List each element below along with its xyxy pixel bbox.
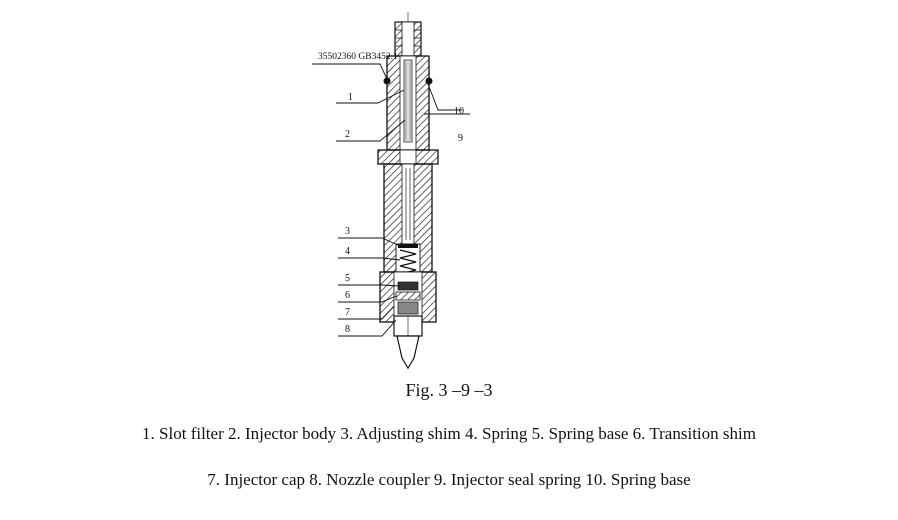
legend-line-1: 1. Slot filter 2. Injector body 3. Adjus… [142,424,756,443]
injector-cap [379,271,437,323]
callout-9: 9 [458,133,463,144]
nozzle [393,315,423,370]
callout-7: 7 [345,307,350,318]
transition-shim [395,291,421,301]
slot-filter [403,59,413,143]
injector-cross-section-diagram: 35502360 GB3452.1 1 2 3 4 5 6 7 8 9 10 [312,12,470,372]
inlet-fitting [394,21,422,57]
callout-8: 8 [345,324,350,335]
callout-3: 3 [345,226,350,237]
callout-1: 1 [348,92,353,103]
callout-2: 2 [345,129,350,140]
injector-body [383,163,433,281]
callout-4: 4 [345,246,350,257]
body-flange [377,149,439,165]
standard-code-label: 35502360 GB3452.1 [318,52,398,62]
o-ring-right [425,77,433,85]
legend-line-2: 7. Injector cap 8. Nozzle coupler 9. Inj… [207,470,691,489]
callout-5: 5 [345,273,350,284]
leader-lines [312,63,470,337]
upper-body [383,55,433,151]
spring-base [397,281,419,291]
adjusting-shim [398,244,418,248]
o-ring-left [383,77,391,85]
figure-caption: Fig. 3 –9 –3 [405,380,493,400]
callout-10: 10 [454,106,464,117]
callout-6: 6 [345,290,350,301]
